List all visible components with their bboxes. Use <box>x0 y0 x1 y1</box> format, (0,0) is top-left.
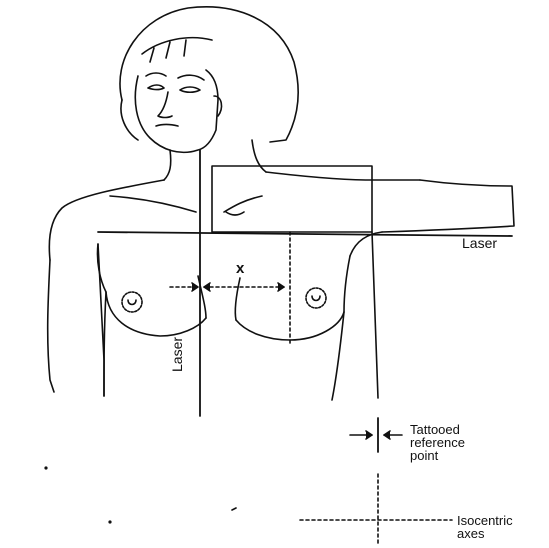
right-arm-underside <box>350 232 382 256</box>
torso-right-side <box>332 256 350 400</box>
left-arm-outer <box>48 260 54 392</box>
neck-left <box>164 150 171 180</box>
tattoo-arrowhead-left <box>366 431 372 439</box>
right-collarbone <box>224 196 262 212</box>
field-right-edge <box>372 232 378 398</box>
hair-fringe <box>142 38 212 62</box>
hair-outline <box>120 7 298 142</box>
left-nipple <box>128 300 136 305</box>
left-breast-outline <box>106 292 206 336</box>
laser-vertical-label: Laser <box>170 337 184 372</box>
nose <box>158 92 172 118</box>
right-eye <box>180 87 200 92</box>
measurement-x-right-arrowhead <box>278 283 284 291</box>
left-eyebrow <box>146 73 166 76</box>
isocentric-axes-label: Isocentric axes <box>457 514 513 540</box>
left-shoulder <box>49 180 164 260</box>
laser-horizontal-label: Laser <box>462 236 497 250</box>
mouth <box>156 125 178 127</box>
neck-right <box>252 140 266 172</box>
treatment-field-rectangle <box>212 166 372 232</box>
right-areola <box>306 288 326 308</box>
left-collarbone <box>110 196 196 212</box>
measurement-x-left-arrowhead <box>204 283 210 291</box>
right-eyebrow <box>178 75 204 80</box>
right-arm-top <box>382 180 514 232</box>
measurement-left-arrowhead <box>192 283 198 291</box>
tattoo-arrowhead-right <box>384 431 390 439</box>
right-shoulder <box>266 172 420 180</box>
separation-label: x <box>236 262 244 276</box>
right-nipple <box>312 296 320 301</box>
speck <box>45 467 47 469</box>
face-outline <box>135 70 218 152</box>
tattoo-label-line-3: point <box>410 449 465 462</box>
tattooed-reference-point-label: Tattooed reference point <box>410 423 465 462</box>
speck <box>109 521 111 523</box>
left-areola <box>122 292 142 312</box>
left-eye <box>148 85 164 90</box>
cleavage-right <box>235 278 240 320</box>
isocentric-label-line-2: axes <box>457 527 513 540</box>
speck <box>232 508 236 510</box>
sternum-notch <box>226 212 244 215</box>
